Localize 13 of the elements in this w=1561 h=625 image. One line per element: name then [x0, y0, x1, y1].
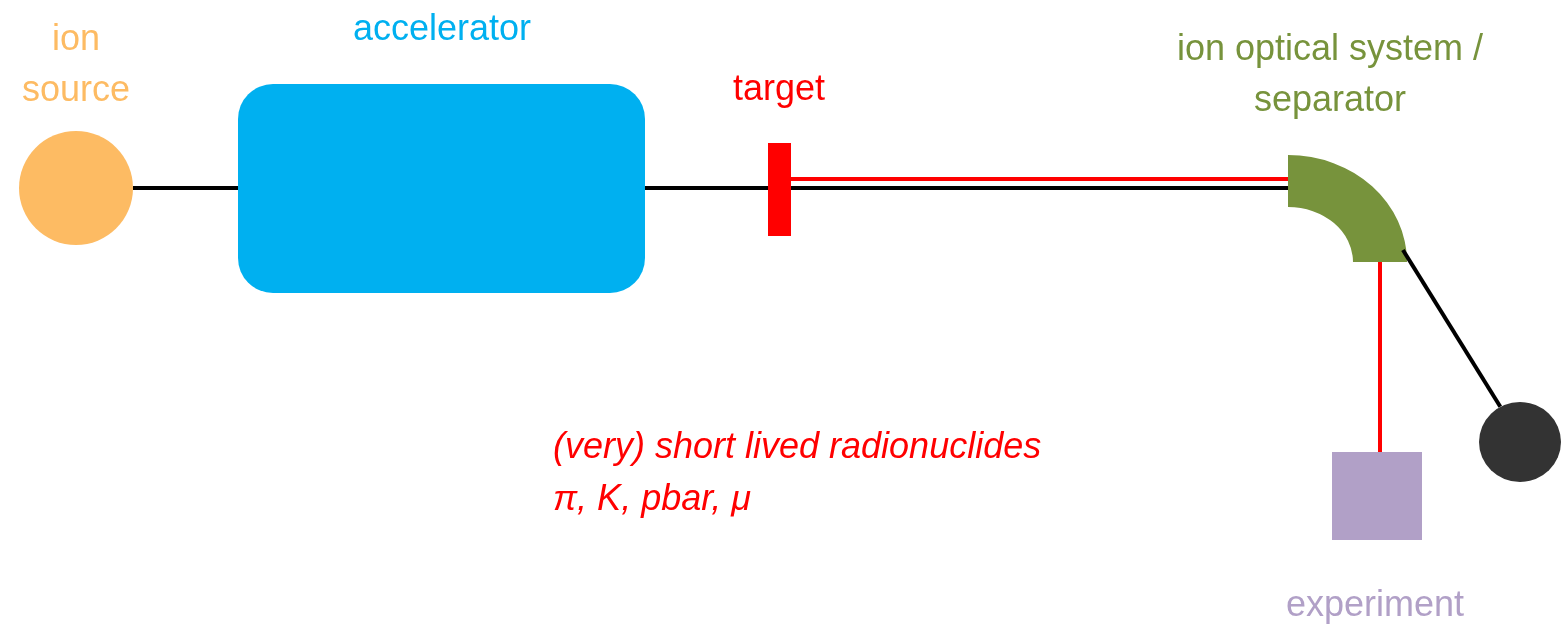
annotation-text: (very) short lived radionuclides	[553, 424, 1042, 468]
annotation-text: π, K, pbar, μ	[553, 476, 751, 520]
beam-line	[1377, 262, 1382, 452]
node-label: ion optical system / separator	[1175, 26, 1485, 121]
beam-line	[791, 176, 1288, 181]
node-label: experiment	[1284, 582, 1466, 625]
beam-line	[133, 186, 238, 190]
node-label: target	[731, 66, 827, 110]
beam-line	[791, 185, 1288, 190]
node-label: accelerator	[351, 6, 533, 50]
beam-line	[645, 186, 768, 190]
beam-line	[1401, 248, 1502, 408]
node-label: ion source	[20, 16, 132, 111]
